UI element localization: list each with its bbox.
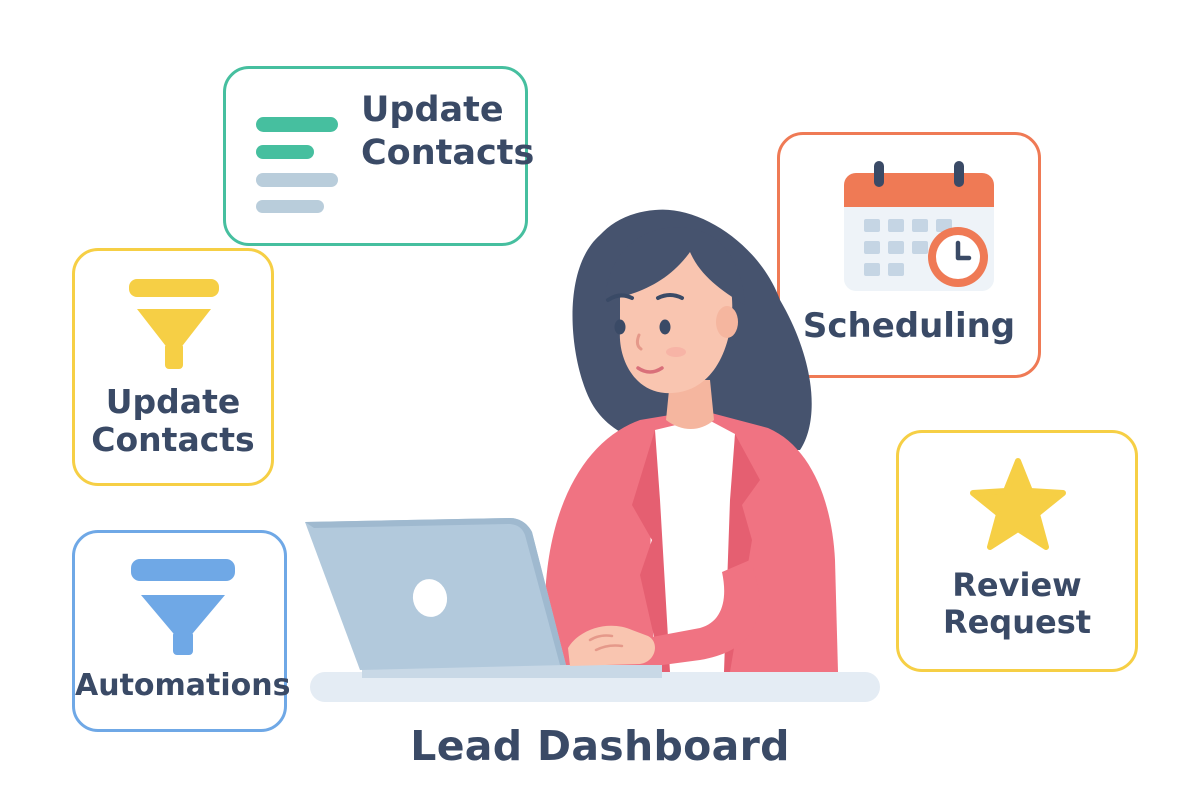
woman-at-laptop-illustration <box>305 209 880 702</box>
calendar-clock-icon <box>844 161 994 291</box>
hair-fringe <box>605 227 745 305</box>
list-lines-icon <box>256 117 338 213</box>
automations-label: Automations <box>75 668 291 704</box>
review-request-line1: Review <box>952 566 1082 604</box>
desk <box>310 672 880 702</box>
scheduling-card[interactable]: Scheduling <box>777 132 1041 378</box>
update-contacts-top-label: Update Contacts <box>361 89 534 174</box>
update-contacts-top-line1: Update <box>361 90 504 130</box>
update-contacts-left-line2: Contacts <box>91 419 255 459</box>
update-contacts-card-left[interactable]: Update Contacts <box>72 248 274 486</box>
automations-label-text: Automations <box>75 668 291 703</box>
update-contacts-card-top[interactable]: Update Contacts <box>223 66 534 246</box>
scheduling-label-text: Scheduling <box>802 306 1016 346</box>
funnel-icon <box>129 279 219 369</box>
scheduling-label: Scheduling <box>780 306 1038 346</box>
star-icon <box>970 458 1066 550</box>
automations-card[interactable]: Automations <box>72 530 291 732</box>
update-contacts-left-line1: Update <box>105 382 241 421</box>
shirt <box>650 418 735 672</box>
review-request-line2: Request <box>942 602 1092 641</box>
funnel-icon <box>131 559 235 655</box>
review-request-label: Review Request <box>899 567 1135 641</box>
update-contacts-top-line2: Contacts <box>361 132 535 173</box>
laptop-base <box>362 665 662 678</box>
laptop-logo <box>412 579 448 617</box>
update-contacts-left-label: Update Contacts <box>75 383 271 459</box>
review-request-card[interactable]: Review Request <box>896 430 1138 672</box>
lead-dashboard-title: Lead Dashboard <box>410 722 790 770</box>
